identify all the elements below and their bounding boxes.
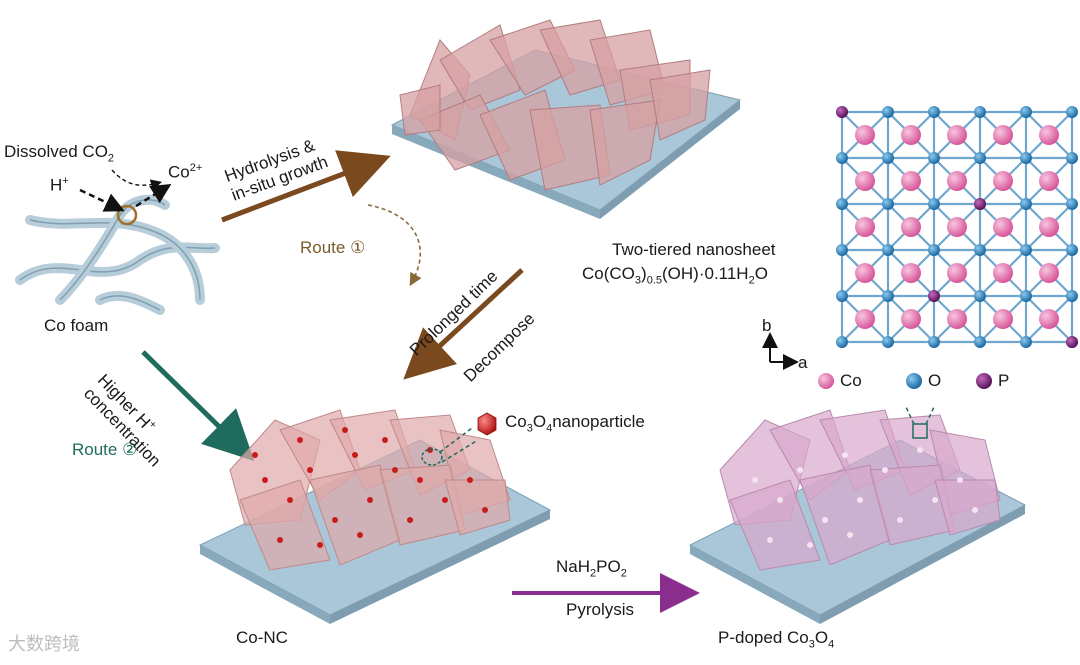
p-atom bbox=[928, 290, 940, 302]
co-atom bbox=[901, 217, 921, 237]
o-atom bbox=[882, 244, 894, 256]
o-atom bbox=[1066, 290, 1078, 302]
o-atom bbox=[882, 198, 894, 210]
co-atom bbox=[901, 125, 921, 145]
o-atom bbox=[1020, 152, 1032, 164]
o-atom bbox=[882, 152, 894, 164]
legend-co-atom bbox=[818, 373, 834, 389]
o-atom bbox=[974, 336, 986, 348]
o-atom bbox=[928, 152, 940, 164]
co-atom bbox=[1039, 217, 1059, 237]
legend-co-label: Co bbox=[840, 371, 862, 391]
co-atom bbox=[947, 171, 967, 191]
co-atom bbox=[993, 263, 1013, 283]
o-atom bbox=[836, 336, 848, 348]
co-atom bbox=[947, 125, 967, 145]
co-atom bbox=[947, 309, 967, 329]
p-doped-co3o4-label: P-doped Co3O4 bbox=[718, 628, 834, 651]
o-atom bbox=[974, 244, 986, 256]
dissolved-co2-label: Dissolved CO2 bbox=[4, 142, 114, 165]
co-atom bbox=[993, 309, 1013, 329]
p-doped-co3o4-illustration bbox=[690, 405, 1025, 624]
crystal-structure bbox=[836, 106, 1078, 348]
o-atom bbox=[928, 106, 940, 118]
p-atom bbox=[1066, 336, 1078, 348]
o-atom bbox=[928, 198, 940, 210]
two-tiered-nanosheet-illustration bbox=[392, 20, 740, 219]
co-atom bbox=[855, 217, 875, 237]
crystal-axes bbox=[770, 338, 793, 362]
watermark: 大数跨境 bbox=[8, 630, 80, 656]
co-atom bbox=[901, 263, 921, 283]
co-atom bbox=[947, 217, 967, 237]
o-atom bbox=[882, 290, 894, 302]
o-atom bbox=[1066, 244, 1078, 256]
o-atom bbox=[882, 336, 894, 348]
pyrolysis-label: Pyrolysis bbox=[566, 600, 634, 620]
o-atom bbox=[836, 198, 848, 210]
co-atom bbox=[855, 309, 875, 329]
co3o4-nanoparticle-label: Co3O4nanoparticle bbox=[505, 412, 645, 435]
co2plus-label: Co2+ bbox=[168, 162, 202, 182]
o-atom bbox=[1020, 290, 1032, 302]
co-atom bbox=[901, 309, 921, 329]
o-atom bbox=[974, 290, 986, 302]
co-atom bbox=[1039, 125, 1059, 145]
h-plus-dashed-arrow bbox=[80, 190, 118, 208]
o-atom bbox=[1020, 336, 1032, 348]
co-atom bbox=[993, 171, 1013, 191]
o-atom bbox=[1066, 106, 1078, 118]
o-atom bbox=[1066, 198, 1078, 210]
p-atom bbox=[836, 106, 848, 118]
legend-o-atom bbox=[906, 373, 922, 389]
legend-o-label: O bbox=[928, 371, 941, 391]
o-atom bbox=[836, 152, 848, 164]
co-foam-label: Co foam bbox=[44, 316, 108, 336]
co-atom bbox=[901, 171, 921, 191]
dissolved-co2-dashed-arrow bbox=[112, 170, 158, 185]
co-atom bbox=[947, 263, 967, 283]
nanosheet-title: Two-tiered nanosheet bbox=[612, 240, 776, 260]
co-atom bbox=[855, 125, 875, 145]
legend-p-atom bbox=[976, 373, 992, 389]
h-plus-label: H+ bbox=[50, 175, 69, 195]
co-atom bbox=[855, 171, 875, 191]
co-atom bbox=[1039, 263, 1059, 283]
o-atom bbox=[974, 152, 986, 164]
route1-label: Route ① bbox=[300, 238, 365, 258]
o-atom bbox=[928, 336, 940, 348]
o-atom bbox=[928, 244, 940, 256]
o-atom bbox=[1066, 152, 1078, 164]
o-atom bbox=[974, 106, 986, 118]
o-atom bbox=[1020, 244, 1032, 256]
o-atom bbox=[836, 244, 848, 256]
co-atom bbox=[1039, 309, 1059, 329]
legend-p-label: P bbox=[998, 371, 1009, 391]
co-atom bbox=[993, 217, 1013, 237]
o-atom bbox=[882, 106, 894, 118]
axis-a-label: a bbox=[798, 353, 807, 373]
co-atom bbox=[855, 263, 875, 283]
co-foam-illustration bbox=[20, 200, 215, 310]
co-atom bbox=[993, 125, 1013, 145]
co-nc-illustration bbox=[200, 410, 550, 624]
o-atom bbox=[1020, 198, 1032, 210]
o-atom bbox=[836, 290, 848, 302]
nah2po2-label: NaH2PO2 bbox=[556, 557, 627, 580]
co-atom bbox=[1039, 171, 1059, 191]
o-atom bbox=[1020, 106, 1032, 118]
p-atom bbox=[974, 198, 986, 210]
co-nc-label: Co-NC bbox=[236, 628, 288, 648]
route1-curved-arrow bbox=[368, 205, 420, 282]
co3o4-nanoparticle-icon bbox=[478, 413, 496, 435]
axis-b-label: b bbox=[762, 316, 771, 336]
nanosheet-formula: Co(CO3)0.5(OH)·0.11H2O bbox=[582, 264, 768, 287]
